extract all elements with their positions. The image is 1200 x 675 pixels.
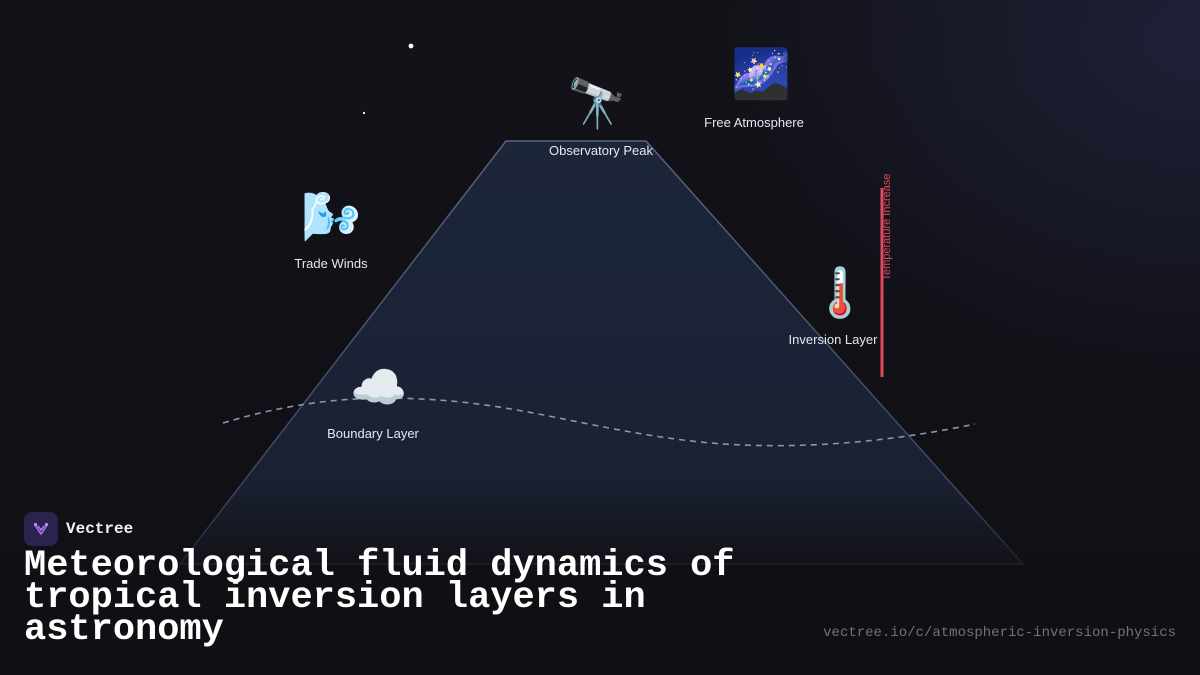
milky-way-icon: 🌌 [731, 46, 791, 102]
wind-face-icon: 🌬️ [301, 189, 361, 245]
brand-name: Vectree [66, 520, 134, 538]
observatory-peak-label: Observatory Peak [548, 143, 654, 158]
inversion-layer-label: Inversion Layer [788, 332, 878, 347]
temperature-bar [880, 188, 884, 377]
boundary-layer-label: Boundary Layer [327, 426, 419, 441]
mountain-shape [178, 140, 1025, 565]
thermometer-icon: 🌡️ [810, 265, 870, 321]
cloud-icon: ☁️ [350, 360, 408, 414]
boundary-layer-line [222, 397, 976, 447]
vectree-logo-icon [24, 512, 58, 546]
trade-winds-label: Trade Winds [294, 256, 368, 271]
temperature-axis-label: Temperature Increase [881, 173, 893, 281]
page-title: Meteorological fluid dynamics of tropica… [24, 545, 735, 651]
free-atmosphere-label: Free Atmosphere [704, 115, 804, 130]
telescope-icon: 🔭 [567, 76, 627, 132]
brand: Vectree [24, 512, 133, 546]
page-url: vectree.io/c/atmospheric-inversion-physi… [823, 625, 1176, 641]
star [408, 43, 414, 49]
star [362, 111, 366, 115]
